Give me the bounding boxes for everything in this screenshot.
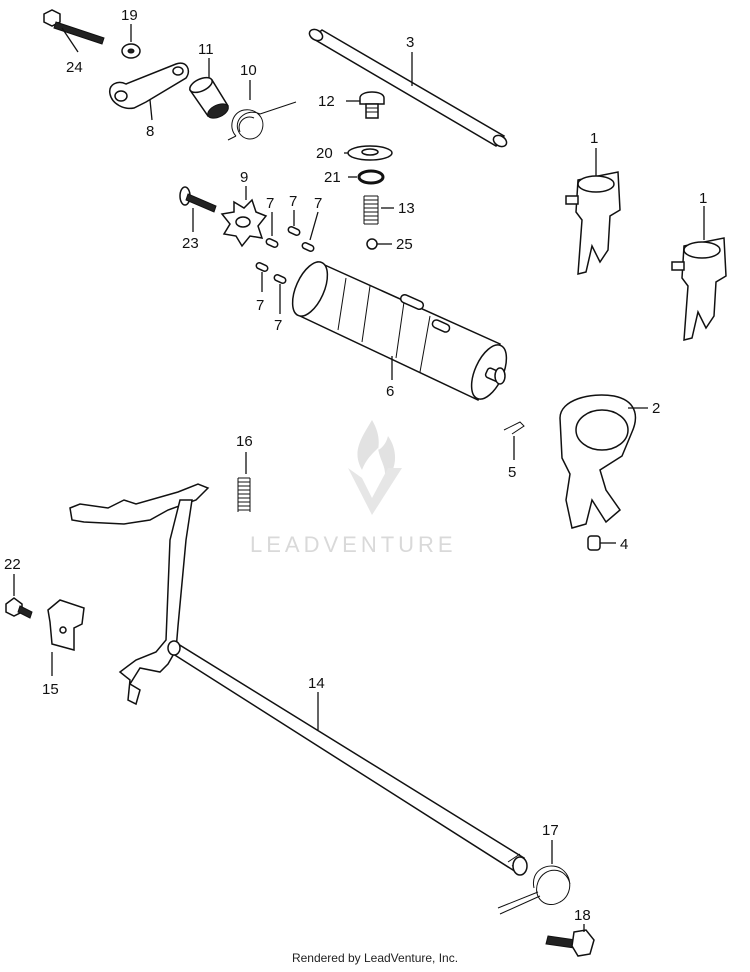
callout-7d: 7	[256, 297, 264, 314]
callout-10: 10	[240, 62, 257, 79]
callout-25: 25	[396, 236, 413, 253]
part-15-bracket	[47, 599, 85, 676]
part-5-clip	[503, 421, 525, 460]
part-9-star-cam	[220, 186, 268, 248]
part-20-washer	[344, 145, 393, 161]
part-25-ball	[366, 238, 392, 250]
callout-2: 2	[652, 400, 660, 417]
part-2-shift-fork-c	[559, 394, 648, 529]
callout-18: 18	[574, 907, 591, 924]
callout-3: 3	[406, 34, 414, 51]
callout-7b: 7	[289, 193, 297, 210]
part-8-plate	[109, 62, 190, 121]
callout-7c: 7	[314, 195, 322, 212]
part-1-shift-fork-a	[565, 148, 621, 275]
part-19-washer	[121, 24, 141, 59]
callout-11: 11	[198, 41, 214, 58]
callout-23: 23	[182, 235, 199, 252]
part-1-shift-fork-b	[671, 206, 727, 341]
part-17-spring	[497, 840, 571, 915]
part-14-gearshift-spindle	[69, 483, 528, 876]
callout-5: 5	[508, 464, 516, 481]
callout-15: 15	[42, 681, 59, 698]
callout-17: 17	[542, 822, 559, 839]
callout-7a: 7	[266, 195, 274, 212]
part-10-spring	[227, 80, 297, 141]
callout-9: 9	[240, 169, 248, 186]
part-3-shaft	[308, 28, 508, 148]
watermark: LEADVENTURE	[250, 420, 457, 557]
callout-7e: 7	[274, 317, 282, 334]
part-24-bolt	[43, 9, 105, 53]
callout-20: 20	[316, 145, 333, 162]
callout-1a: 1	[590, 130, 598, 147]
callout-1b: 1	[699, 190, 707, 207]
callout-22: 22	[4, 556, 21, 573]
callout-4: 4	[620, 536, 628, 553]
watermark-flame-icon	[357, 420, 396, 482]
part-22-bolt	[5, 574, 33, 619]
part-6-shift-drum	[291, 260, 508, 402]
callout-24: 24	[66, 59, 83, 76]
callout-6: 6	[386, 383, 394, 400]
part-13-spring	[363, 195, 394, 225]
callout-16: 16	[236, 433, 253, 450]
footer-credit: Rendered by LeadVenture, Inc.	[291, 951, 459, 965]
callout-19: 19	[121, 7, 138, 24]
callout-21: 21	[324, 169, 341, 186]
callout-labels: 1 1 2 3 4 5 6 7 7 7 7 7 8 9 10 11 12 13 …	[4, 7, 707, 924]
callout-8: 8	[146, 123, 154, 140]
watermark-v-icon	[348, 468, 402, 515]
part-4-pin	[587, 535, 616, 551]
callout-12: 12	[318, 93, 335, 110]
part-18-bolt	[545, 924, 595, 957]
part-7-pins	[255, 210, 319, 314]
part-21-o-ring	[348, 169, 385, 185]
watermark-text: LEADVENTURE	[250, 532, 457, 557]
part-11-collar	[188, 58, 230, 119]
part-23-bolt	[179, 186, 217, 232]
callout-14: 14	[308, 675, 325, 692]
callout-13: 13	[398, 200, 415, 217]
part-16-spring	[237, 452, 251, 512]
part-12-bolt	[346, 91, 385, 119]
